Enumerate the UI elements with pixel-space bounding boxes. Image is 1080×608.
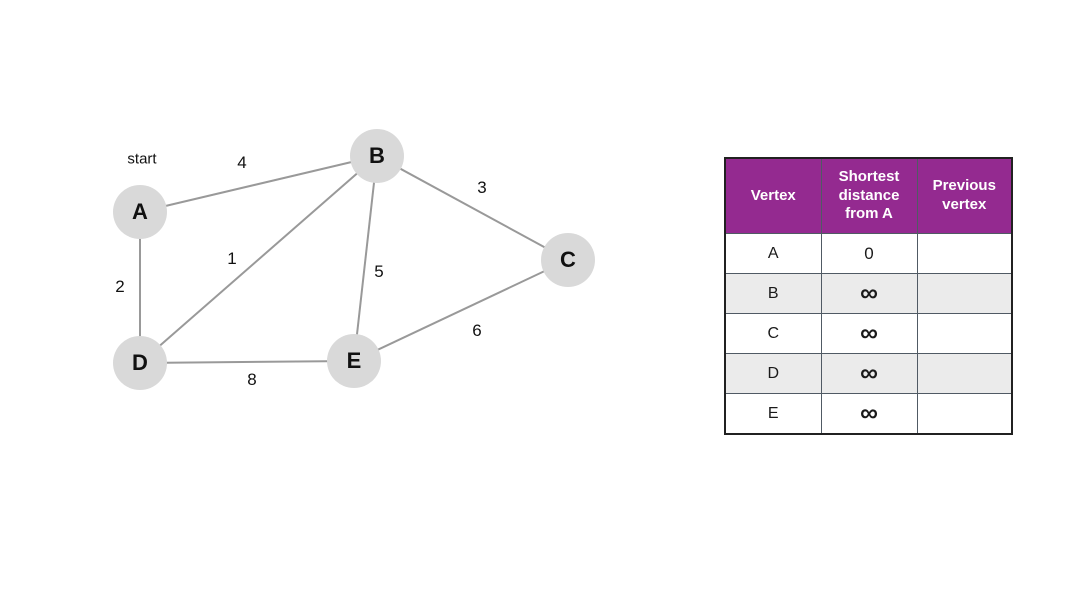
previous-cell [916,313,1013,354]
edge-line-d-e [139,360,355,364]
edge-line-b-d [139,155,378,364]
header-vertex: Vertex [724,157,822,234]
edge-weight-b-c: 3 [477,178,487,197]
distance-cell: ∞ [820,353,918,394]
edge-weight-a-d: 2 [115,277,125,296]
header-previous-vertex: Previous vertex [916,157,1013,234]
edge-weight-a-b: 4 [237,153,247,172]
previous-cell [916,353,1013,394]
distance-cell: ∞ [820,393,918,435]
previous-cell [916,393,1013,435]
edge-weight-d-e: 8 [247,370,257,389]
distance-cell: 0 [820,233,918,274]
vertex-cell: E [724,393,822,435]
distance-cell: ∞ [820,273,918,314]
graph-node-b: B [350,129,404,183]
graph-panel: start A B C D E 4 2 3 1 5 6 8 [113,129,595,390]
previous-cell [916,273,1013,314]
edge-line-b-e [353,155,378,362]
graph-node-e: E [327,334,381,388]
vertex-cell: C [724,313,822,354]
graph-edges [139,155,569,364]
edge-line-b-c [376,155,569,261]
edge-weight-c-e: 6 [472,321,482,340]
table-header-row: Vertex Shortest distance from A Previous… [724,157,1013,234]
graph-node-d: D [113,336,167,390]
edge-weight-b-d: 1 [227,249,237,268]
table-row: E ∞ [724,393,1013,435]
graph-node-a: A [113,185,167,239]
vertex-cell: B [724,273,822,314]
previous-cell [916,233,1013,274]
start-label: start [127,150,157,168]
edge-line-a-b [139,155,378,213]
vertex-cell: D [724,353,822,394]
table-row: C ∞ [724,313,1013,354]
table-row: B ∞ [724,273,1013,314]
table-row: D ∞ [724,353,1013,394]
distance-table: Vertex Shortest distance from A Previous… [724,157,1013,435]
vertex-cell: A [724,233,822,274]
edge-line-c-e [353,259,569,362]
edge-weight-b-e: 5 [374,262,384,281]
distance-cell: ∞ [820,313,918,354]
table-row: A 0 [724,233,1013,274]
graph-node-c: C [541,233,595,287]
header-shortest-distance: Shortest distance from A [820,157,918,234]
